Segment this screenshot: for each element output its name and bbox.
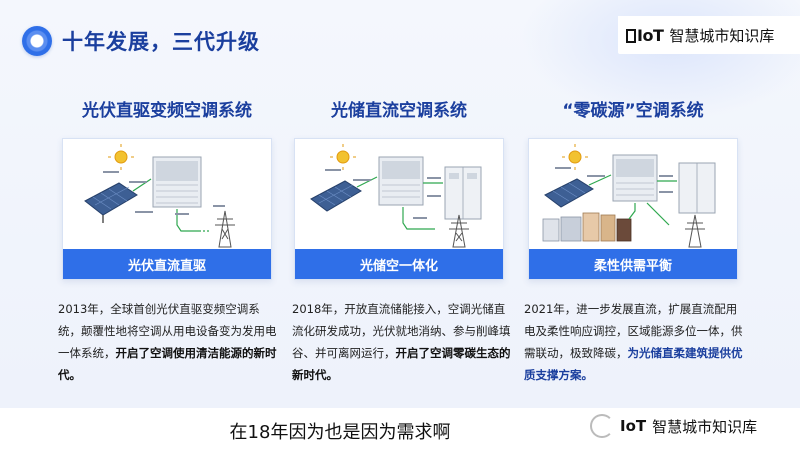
battery-cabinet-icon: [444, 166, 482, 220]
slide-title-row: 十年发展，三代升级: [22, 26, 260, 56]
video-subtitle: 在18年因为也是因为需求啊: [229, 422, 451, 443]
column-1-heading: 光伏直驱变频空调系统: [82, 101, 252, 121]
column-2-footer: 光储空一体化: [295, 249, 503, 279]
pylon-icon: [449, 214, 469, 248]
column-2-description: 2018年，开放直流储能接入，空调光储直流化研发成功，光伏就地消纳、参与削峰填谷…: [292, 298, 514, 386]
subtitle-bar: [0, 408, 800, 450]
hvac-unit-icon: [378, 156, 424, 206]
swirl-logo-icon: [590, 414, 614, 438]
sun-icon: [108, 144, 134, 170]
column-2-desc-highlight: 开启了空调零碳生态的新时代。: [292, 346, 511, 382]
watermark-bottom: IoT 智慧城市知识库: [590, 414, 757, 438]
solar-panel-icon: [310, 180, 362, 212]
sun-icon: [330, 144, 356, 170]
pv-storage-diagram: [310, 144, 482, 248]
solar-direct-drive-diagram: [84, 144, 235, 248]
watermark-top: IoT 智慧城市知识库: [618, 16, 800, 54]
column-2-diagram-card: 光储空一体化: [294, 138, 504, 280]
hvac-unit-icon: [152, 156, 202, 208]
column-1-desc-highlight: 开启了空调使用清洁能源的新时代。: [58, 346, 277, 382]
pylon-icon: [215, 210, 235, 248]
zero-carbon-diagram: [542, 144, 716, 248]
pylon-icon: [685, 214, 705, 248]
sun-icon: [562, 144, 588, 170]
appliances-icon: [542, 212, 632, 242]
column-2-desc-text: 2018年，开放直流储能接入，空调光储直流化研发成功，光伏就地消纳、参与削峰填谷…: [292, 302, 511, 360]
watermark-bottom-logo: IoT: [620, 417, 647, 435]
watermark-text: 智慧城市知识库: [669, 26, 775, 45]
watermark-bottom-text: 智慧城市知识库: [652, 417, 758, 436]
column-1-description: 2013年，全球首创光伏直驱变频空调系统，颠覆性地将空调从用电设备变为发用电一体…: [58, 298, 280, 386]
column-3-diagram-card: 柔性供需平衡: [528, 138, 738, 280]
hvac-unit-icon: [612, 154, 658, 202]
watermark-logo: IoT: [626, 26, 664, 45]
slide-title: 十年发展，三代升级: [62, 30, 260, 54]
column-1-footer: 光伏直流直驱: [63, 249, 271, 279]
column-3-description: 2021年，进一步发展直流，扩展直流配用电及柔性响应调控，区域能源多位一体，供需…: [524, 298, 746, 386]
solar-panel-icon: [544, 178, 594, 208]
presentation-slide: 十年发展，三代升级 IoT 智慧城市知识库 光伏直驱变频空调系统: [0, 0, 800, 408]
column-3-desc-text: 2021年，进一步发展直流，扩展直流配用电及柔性响应调控，区域能源多位一体，供需…: [524, 302, 743, 360]
ring-logo-icon: [22, 26, 52, 56]
column-3-desc-highlight: 为光储直柔建筑提供优质支撑方案。: [524, 346, 743, 382]
column-1-desc-text: 2013年，全球首创光伏直驱变频空调系统，颠覆性地将空调从用电设备变为发用电一体…: [58, 302, 277, 360]
battery-cabinet-icon: [678, 162, 716, 214]
column-3-heading: “零碳源”空调系统: [562, 101, 704, 121]
column-3-footer: 柔性供需平衡: [529, 249, 737, 279]
column-2-heading: 光储直流空调系统: [331, 101, 467, 121]
column-1-diagram-card: 光伏直流直驱: [62, 138, 272, 280]
solar-panel-icon: [84, 182, 138, 223]
